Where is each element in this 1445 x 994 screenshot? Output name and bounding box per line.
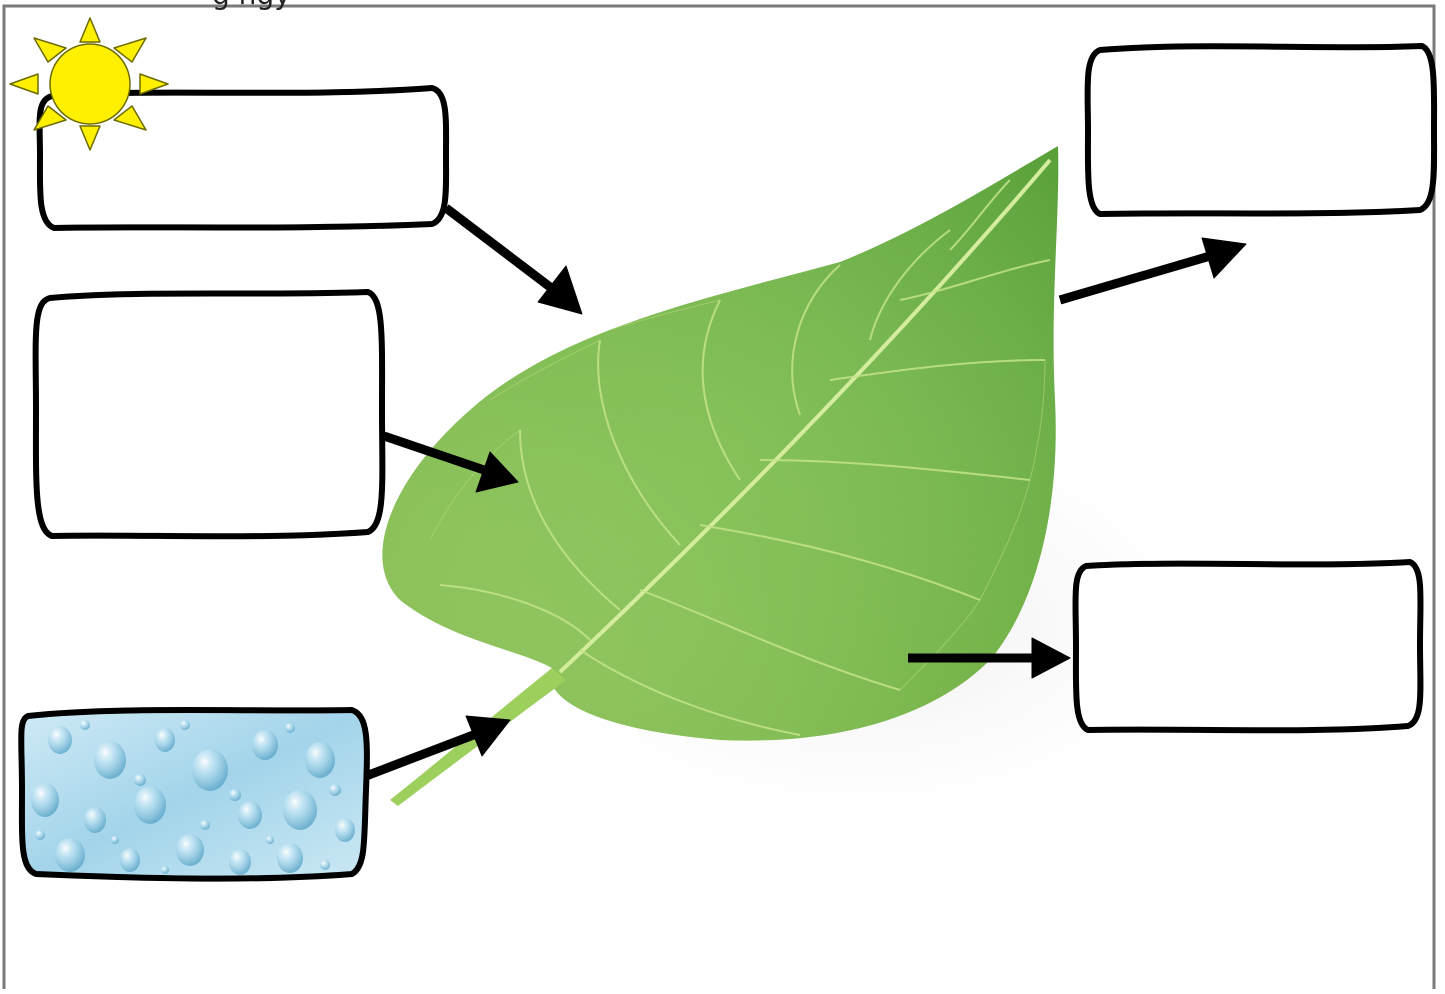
arrow-sunlight-to-leaf	[446, 208, 554, 290]
arrow-sunlight-head	[538, 266, 582, 314]
arrow-leaf-to-oxygen	[1060, 256, 1210, 300]
sun-icon	[10, 18, 168, 150]
carbon-dioxide-label-box[interactable]	[36, 292, 383, 536]
glucose-label-box[interactable]	[1075, 562, 1420, 730]
worksheet-title-fragment: g ngy	[212, 0, 291, 11]
oxygen-label-box[interactable]	[1088, 46, 1435, 214]
water-label-box[interactable]	[21, 710, 367, 879]
arrow-oxygen-head	[1202, 238, 1246, 278]
